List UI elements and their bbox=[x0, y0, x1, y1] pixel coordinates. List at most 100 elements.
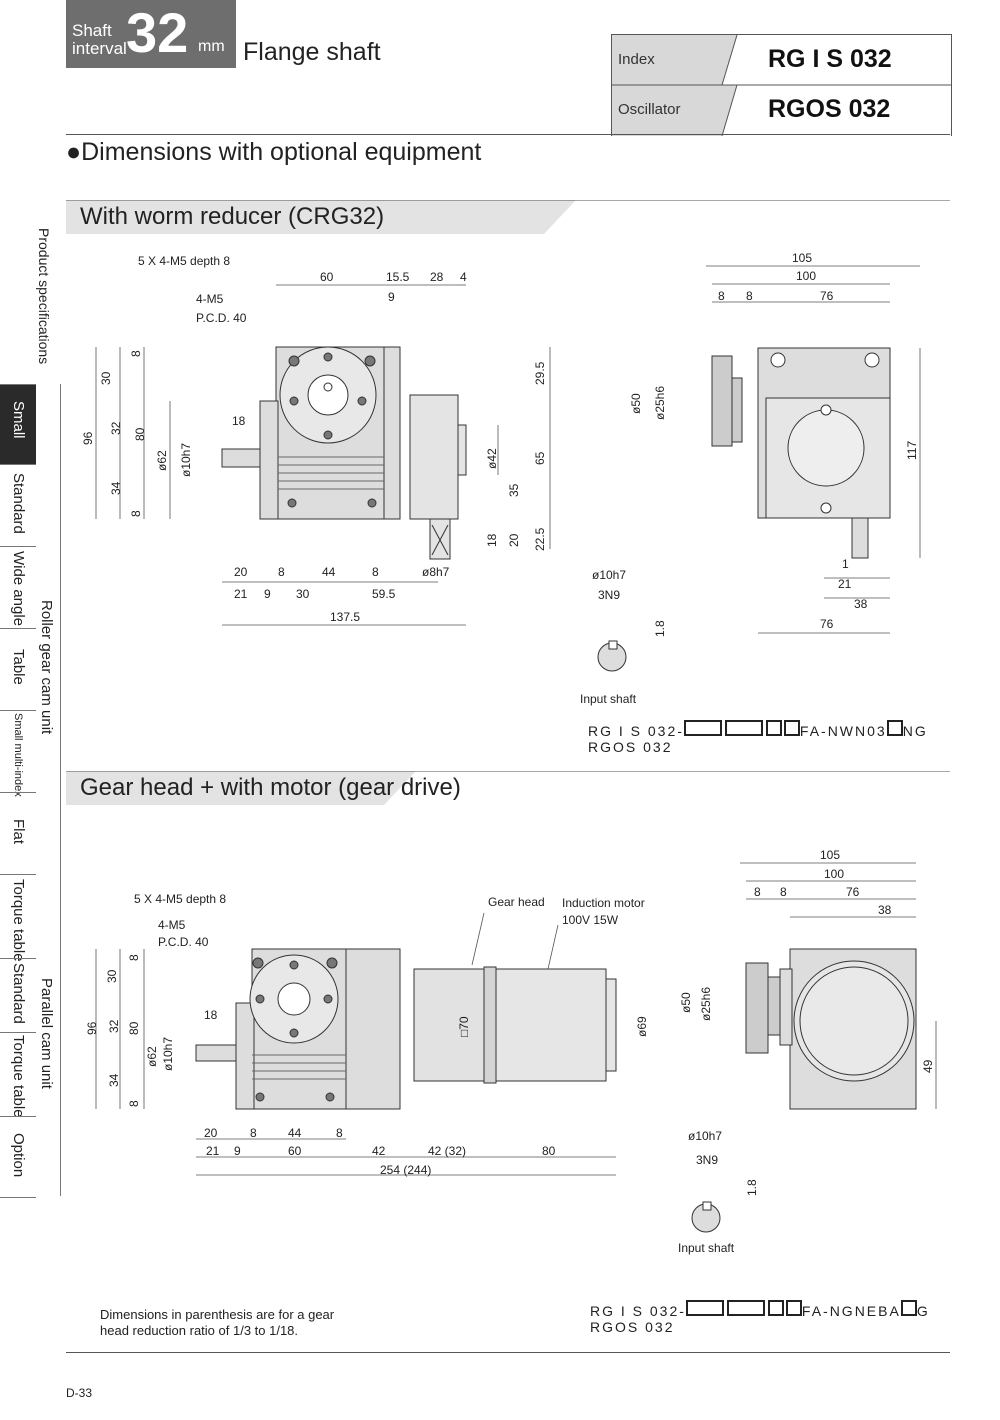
index-label: Index bbox=[618, 51, 655, 68]
nav-tab-small[interactable]: Small bbox=[0, 384, 36, 465]
nav-tab-table[interactable]: Table bbox=[0, 628, 36, 711]
svg-text:Induction motor: Induction motor bbox=[562, 896, 645, 910]
svg-text:137.5: 137.5 bbox=[330, 610, 360, 624]
gear-code-mid: FA-NGNEBA bbox=[801, 1303, 901, 1319]
gear-order-code: RG I S 032- FA-NGNEBA G RGOS 032 bbox=[590, 1300, 930, 1335]
svg-text:76: 76 bbox=[846, 885, 860, 899]
svg-text:8: 8 bbox=[336, 1126, 343, 1140]
footer-rule bbox=[66, 1352, 950, 1353]
svg-text:34: 34 bbox=[107, 1073, 121, 1087]
svg-text:4-M5: 4-M5 bbox=[196, 292, 224, 306]
nav-tab-torque-table-parallel[interactable]: Torque table bbox=[0, 1032, 36, 1118]
svg-text:1.8: 1.8 bbox=[653, 620, 667, 637]
nav-product-specifications[interactable]: Product specifications bbox=[36, 228, 52, 365]
svg-text:21: 21 bbox=[838, 577, 852, 591]
svg-text:9: 9 bbox=[234, 1144, 241, 1158]
nav-standard-label: Standard bbox=[10, 473, 27, 534]
svg-text:100: 100 bbox=[796, 269, 816, 283]
svg-text:8: 8 bbox=[127, 1100, 141, 1107]
svg-text:Gear head: Gear head bbox=[488, 895, 545, 909]
svg-text:8: 8 bbox=[718, 289, 725, 303]
svg-text:5 X 4-M5 depth 8: 5 X 4-M5 depth 8 bbox=[138, 254, 230, 268]
svg-text:18: 18 bbox=[232, 414, 246, 428]
nav-tab-wide-angle[interactable]: Wide angle bbox=[0, 546, 36, 629]
svg-text:100V 15W: 100V 15W bbox=[562, 913, 619, 927]
section-banner-worm: With worm reducer (CRG32) bbox=[66, 200, 950, 234]
side-navigation: Product specifications Small Standard Wi… bbox=[0, 228, 61, 1228]
svg-text:60: 60 bbox=[320, 270, 334, 284]
svg-text:ø25h6: ø25h6 bbox=[653, 386, 667, 420]
footnote: Dimensions in parenthesis are for a gear… bbox=[100, 1307, 334, 1339]
svg-text:96: 96 bbox=[81, 431, 95, 445]
svg-text:76: 76 bbox=[820, 617, 834, 631]
code-box bbox=[683, 720, 722, 736]
oscillator-label: Oscillator bbox=[618, 101, 681, 118]
header-rule bbox=[66, 134, 950, 135]
svg-text:76: 76 bbox=[820, 289, 834, 303]
nav-tab-small-multi-index[interactable]: Small multi-index bbox=[0, 710, 36, 797]
nav-wide-angle-label: Wide angle bbox=[10, 551, 27, 627]
svg-text:8: 8 bbox=[746, 289, 753, 303]
svg-text:20: 20 bbox=[204, 1126, 218, 1140]
nav-flat-label: Flat bbox=[10, 819, 27, 845]
nav-table-label: Table bbox=[10, 649, 27, 685]
gear-code-prefix: RG I S 032- bbox=[590, 1303, 686, 1319]
svg-text:3N9: 3N9 bbox=[598, 588, 620, 602]
svg-text:28: 28 bbox=[430, 270, 444, 284]
svg-text:35: 35 bbox=[507, 483, 521, 497]
svg-text:20: 20 bbox=[234, 565, 248, 579]
svg-text:254 (244): 254 (244) bbox=[380, 1163, 431, 1177]
svg-text:21: 21 bbox=[234, 587, 248, 601]
svg-text:18: 18 bbox=[485, 533, 499, 547]
nav-tab-standard-parallel[interactable]: Standard bbox=[0, 958, 36, 1033]
gear-code-line2: RGOS 032 bbox=[590, 1319, 675, 1335]
nav-option-label: Option bbox=[10, 1133, 27, 1178]
svg-text:105: 105 bbox=[792, 251, 812, 265]
svg-text:65: 65 bbox=[533, 451, 547, 465]
svg-text:15.5: 15.5 bbox=[386, 270, 410, 284]
svg-text:42: 42 bbox=[372, 1144, 386, 1158]
code-box bbox=[765, 720, 782, 736]
nav-tab-flat[interactable]: Flat bbox=[0, 792, 36, 875]
svg-text:ø62: ø62 bbox=[145, 1046, 159, 1067]
svg-text:32: 32 bbox=[107, 1019, 121, 1033]
svg-text:44: 44 bbox=[288, 1126, 302, 1140]
nav-parallel-cam-unit: Parallel cam unit bbox=[38, 978, 55, 1089]
code-box bbox=[724, 720, 763, 736]
svg-text:100: 100 bbox=[824, 867, 844, 881]
svg-text:30: 30 bbox=[99, 371, 113, 385]
model-table: Index RG I S 032 Oscillator RGOS 032 bbox=[611, 34, 952, 136]
shaft-label: Shaft bbox=[72, 21, 112, 40]
shaft-unit: mm bbox=[198, 38, 225, 55]
svg-text:9: 9 bbox=[264, 587, 271, 601]
gear-front-view-drawing: 5 X 4-M5 depth 8 4-M5P.C.D. 40 Gear head… bbox=[85, 892, 649, 1177]
svg-text:8: 8 bbox=[780, 885, 787, 899]
svg-text:34: 34 bbox=[109, 481, 123, 495]
svg-text:18: 18 bbox=[204, 1008, 218, 1022]
svg-text:8: 8 bbox=[129, 350, 143, 357]
code-box bbox=[767, 1300, 784, 1316]
svg-text:3N9: 3N9 bbox=[696, 1153, 718, 1167]
svg-text:49: 49 bbox=[921, 1059, 935, 1073]
section-banner-gear: Gear head + with motor (gear drive) bbox=[66, 771, 950, 805]
svg-text:ø10h7: ø10h7 bbox=[161, 1037, 175, 1071]
gear-code-suffix: G bbox=[916, 1303, 930, 1319]
worm-section-title: With worm reducer (CRG32) bbox=[80, 203, 385, 230]
nav-tab-torque-table[interactable]: Torque table bbox=[0, 874, 36, 962]
page-heading: Flange shaft bbox=[243, 38, 381, 66]
nav-torque-table-label: Torque table bbox=[10, 879, 27, 962]
nav-tab-option[interactable]: Option bbox=[0, 1116, 36, 1198]
worm-code-line2: RGOS 032 bbox=[588, 739, 673, 755]
nav-tab-standard[interactable]: Standard bbox=[0, 464, 36, 547]
svg-text:59.5: 59.5 bbox=[372, 587, 396, 601]
code-box bbox=[900, 1300, 917, 1316]
svg-text:5 X 4-M5 depth 8: 5 X 4-M5 depth 8 bbox=[134, 892, 226, 906]
shaft-interval-badge: Shaft interval 32 mm bbox=[66, 0, 236, 68]
svg-text:105: 105 bbox=[820, 848, 840, 862]
oscillator-model: RGOS 032 bbox=[768, 95, 891, 123]
svg-text:38: 38 bbox=[878, 903, 892, 917]
svg-text:1: 1 bbox=[842, 557, 849, 571]
